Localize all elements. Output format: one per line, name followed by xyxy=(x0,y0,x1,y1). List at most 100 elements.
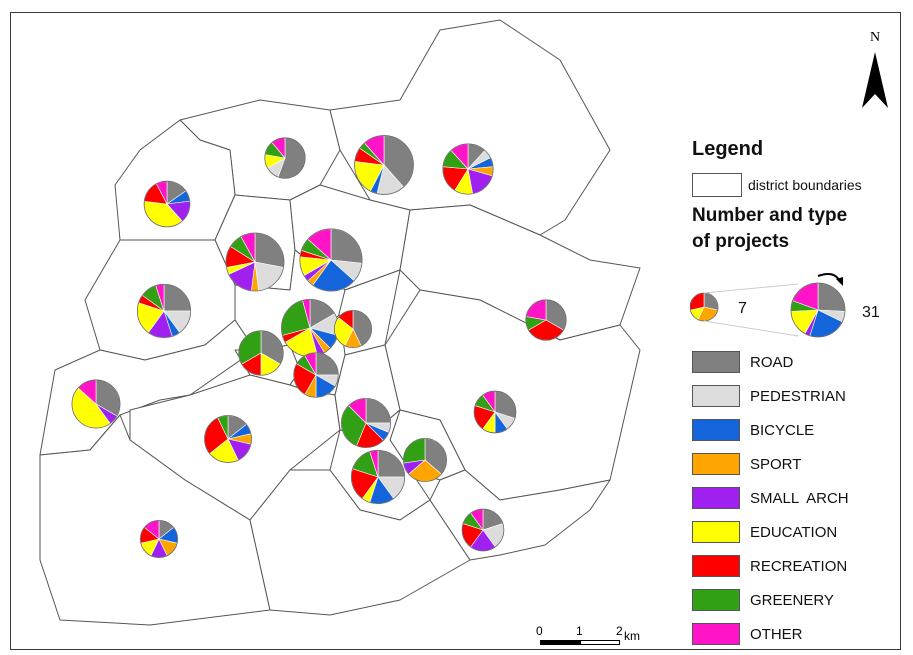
pie-n2-outline xyxy=(354,135,414,195)
legend-swatch-sport xyxy=(692,453,740,475)
size-arrowhead-icon xyxy=(836,277,843,286)
scale-bar-black xyxy=(540,640,580,645)
legend-title: Legend xyxy=(692,138,764,160)
pie-c9 xyxy=(350,449,406,505)
pie-c1 xyxy=(225,232,285,292)
pie-n3-outline xyxy=(442,143,494,195)
pie-s1-outline xyxy=(204,415,252,463)
pie-c4-outline xyxy=(333,309,373,349)
pie-w1 xyxy=(143,180,191,228)
size-min-slice-recreation xyxy=(690,292,705,311)
pie-c2 xyxy=(299,228,363,292)
pie-c6-outline xyxy=(293,352,339,398)
pie-n2 xyxy=(354,135,414,195)
north-label: N xyxy=(869,30,881,45)
pie-c8 xyxy=(403,438,447,482)
pie-n3 xyxy=(442,143,494,195)
legend-label-greenery: GREENERY xyxy=(750,591,834,609)
legend-item-other: OTHER xyxy=(692,617,902,651)
legend-district: district boundaries xyxy=(692,173,902,197)
pie-s1 xyxy=(204,415,252,463)
legend-label-education: EDUCATION xyxy=(750,523,838,541)
pie-charts xyxy=(71,135,567,559)
size-connector-bottom xyxy=(703,320,799,337)
pie-w2 xyxy=(136,283,192,339)
legend: Legend district boundaries Number and ty… xyxy=(692,138,902,255)
pie-w2-outline xyxy=(136,283,192,339)
pie-c8-outline xyxy=(403,438,447,482)
north-arrow: N xyxy=(860,30,890,110)
legend-label-small_arch: SMALL ARCH xyxy=(750,489,849,507)
legend-item-education: EDUCATION xyxy=(692,515,902,549)
pie-e2 xyxy=(473,390,517,434)
size-max-slice-road xyxy=(817,282,846,312)
legend-swatch-education xyxy=(692,521,740,543)
pie-c7-outline xyxy=(340,397,391,448)
size-title-line1: Number and type xyxy=(692,205,848,226)
size-legend-large-pie xyxy=(790,282,846,338)
legend-label-pedestrian: PEDESTRIAN xyxy=(750,387,846,405)
pie-w3 xyxy=(71,379,121,429)
pie-c5 xyxy=(238,330,284,376)
pie-s2-outline xyxy=(139,519,179,559)
size-legend: 7 31 xyxy=(690,273,880,338)
legend-swatch-small_arch xyxy=(692,487,740,509)
pie-e1-outline xyxy=(525,299,567,341)
legend-swatch-road xyxy=(692,351,740,373)
legend-item-small_arch: SMALL ARCH xyxy=(692,481,902,515)
legend-item-bicycle: BICYCLE xyxy=(692,413,902,447)
legend-swatch-pedestrian xyxy=(692,385,740,407)
scale-tick-2: 2 xyxy=(616,624,623,638)
legend-item-sport: SPORT xyxy=(692,447,902,481)
pie-e1 xyxy=(525,299,567,341)
pie-c6 xyxy=(293,352,339,398)
legend-swatch-greenery xyxy=(692,589,740,611)
legend-swatch-bicycle xyxy=(692,419,740,441)
legend-label-road: ROAD xyxy=(750,353,794,371)
size-max-label: 31 xyxy=(862,304,880,321)
pie-c1-outline xyxy=(225,232,285,292)
pie-se xyxy=(461,508,505,552)
legend-item-road: ROAD xyxy=(692,345,902,379)
pie-w3-outline xyxy=(71,379,121,429)
size-arrow-icon xyxy=(817,273,841,283)
scale-tick-1: 1 xyxy=(576,624,583,638)
size-title: Number and type of projects xyxy=(692,203,902,255)
pie-c2-outline xyxy=(299,228,363,292)
size-min-label: 7 xyxy=(738,300,747,317)
pie-se-outline xyxy=(461,508,505,552)
legend-label-other: OTHER xyxy=(750,625,803,643)
scale-unit: km xyxy=(624,629,640,643)
pie-c4 xyxy=(333,309,373,349)
category-legend: ROAD PEDESTRIAN BICYCLE SPORT SMALL ARCH EDUC… xyxy=(692,345,902,651)
pie-w1-outline xyxy=(143,180,191,228)
legend-label-sport: SPORT xyxy=(750,455,802,473)
pie-c9-outline xyxy=(350,449,406,505)
legend-item-pedestrian: PEDESTRIAN xyxy=(692,379,902,413)
size-title-line2: of projects xyxy=(692,231,790,252)
size-legend-small-pie xyxy=(690,292,719,322)
scale-bar-white xyxy=(580,640,620,645)
legend-item-recreation: RECREATION xyxy=(692,549,902,583)
legend-label-bicycle: BICYCLE xyxy=(750,421,815,439)
map-frame xyxy=(10,12,901,650)
pie-c5-outline xyxy=(238,330,284,376)
district-label: district boundaries xyxy=(748,177,862,193)
pie-c7 xyxy=(340,397,391,448)
district-swatch xyxy=(692,173,742,197)
legend-item-greenery: GREENERY xyxy=(692,583,902,617)
scale-bar: 0 1 2 km xyxy=(536,624,656,650)
legend-swatch-other xyxy=(692,623,740,645)
pie-s2 xyxy=(139,519,179,559)
size-max-outline xyxy=(790,282,846,338)
scale-tick-0: 0 xyxy=(536,624,543,638)
legend-swatch-recreation xyxy=(692,555,740,577)
pie-c3 xyxy=(281,299,339,357)
north-arrow-icon xyxy=(862,52,888,108)
legend-label-recreation: RECREATION xyxy=(750,557,848,575)
pie-e2-outline xyxy=(473,390,517,434)
size-connector-top xyxy=(703,283,799,294)
pie-n1-outline xyxy=(264,137,306,179)
pie-n1 xyxy=(264,137,306,179)
